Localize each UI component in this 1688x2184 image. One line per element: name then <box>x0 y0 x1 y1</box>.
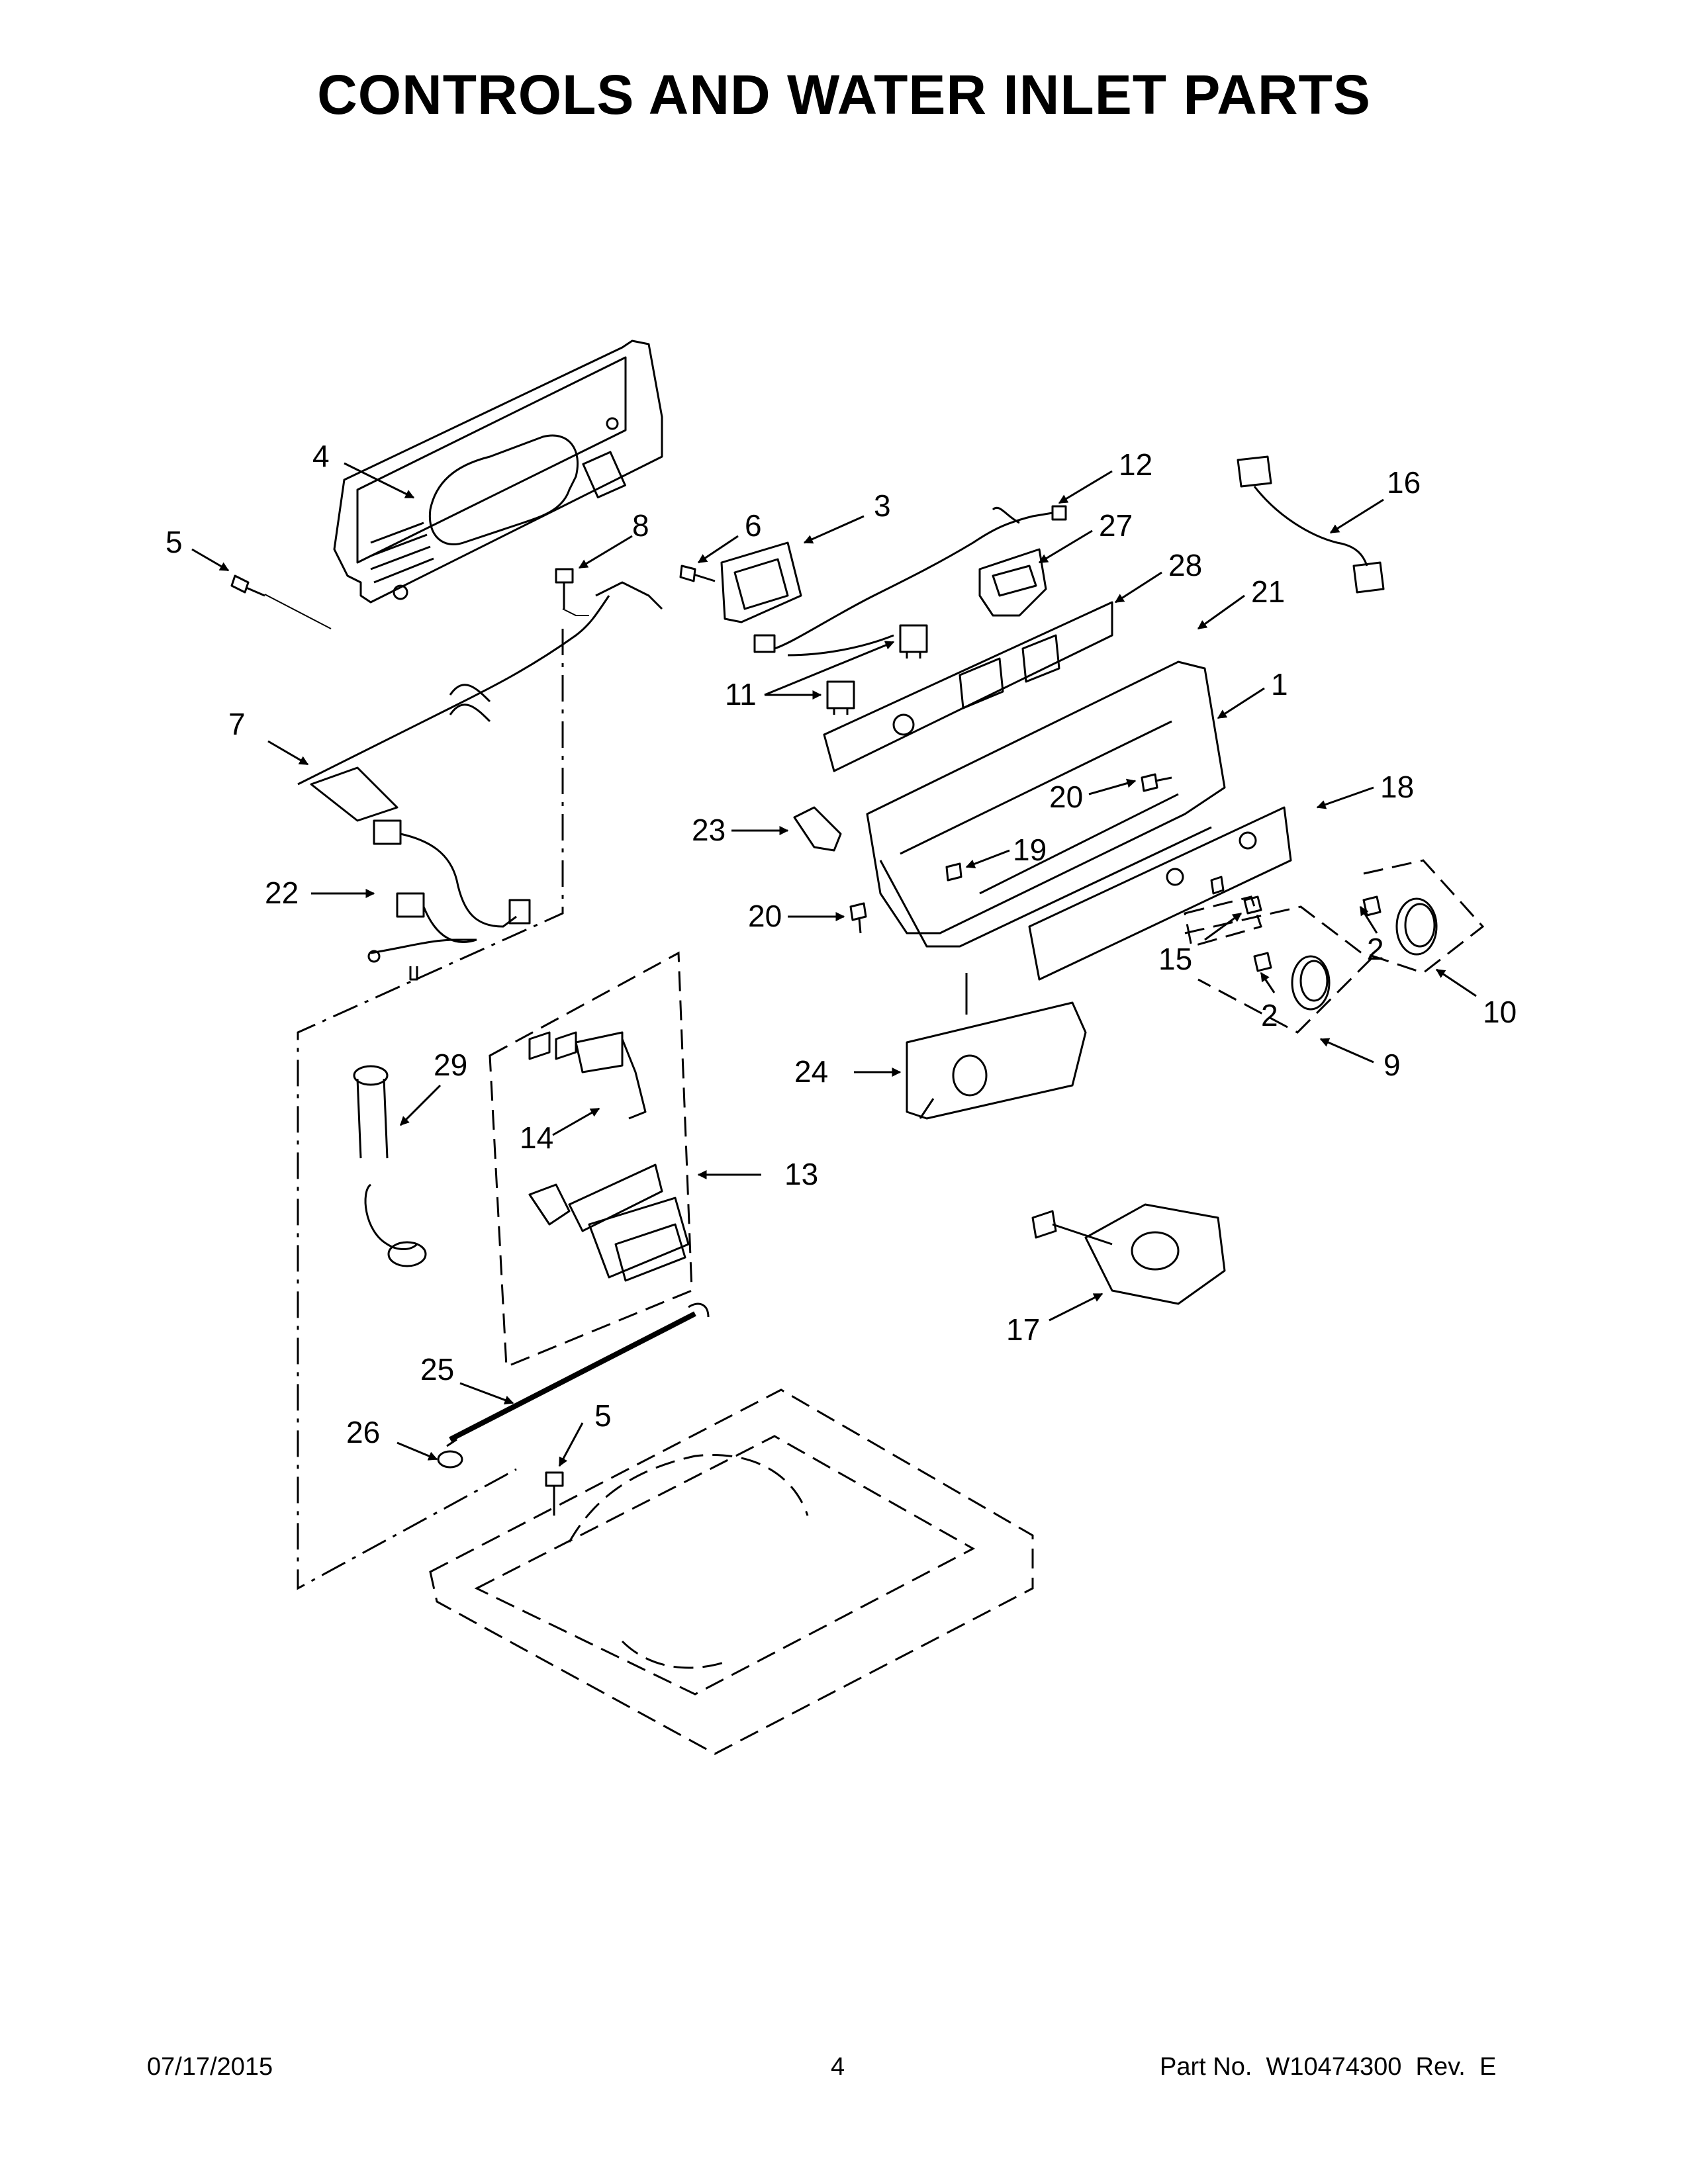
sensor-part <box>1031 1203 1226 1305</box>
rear-panel-part <box>333 340 663 604</box>
tab-part <box>945 862 962 882</box>
callout-label: 10 <box>1483 995 1517 1029</box>
switch-part <box>826 624 928 715</box>
callout-label: 16 <box>1387 465 1421 500</box>
overlay-part <box>1028 806 1292 981</box>
bracket-part <box>978 548 1047 617</box>
console-panel-part <box>823 601 1113 772</box>
clamp-part <box>437 1438 463 1469</box>
callout-label: 12 <box>1119 447 1152 482</box>
screw-part <box>849 773 1172 934</box>
callout-label: 23 <box>692 813 726 847</box>
dashed-group-outlines <box>429 859 1485 1755</box>
callout-label: 24 <box>794 1054 828 1089</box>
callout-label: 4 <box>312 439 330 473</box>
callout-label: 14 <box>520 1120 553 1155</box>
callout-label: 27 <box>1099 508 1133 543</box>
page-title: CONTROLS AND WATER INLET PARTS <box>317 64 1371 126</box>
water-valve-part <box>528 1031 690 1282</box>
callout-label: 20 <box>1049 780 1083 814</box>
callout-label: 5 <box>165 525 183 559</box>
callout-label: 7 <box>228 707 246 741</box>
clip-part <box>793 806 842 852</box>
footer-page-number: 4 <box>831 2053 845 2081</box>
screw-part <box>555 568 589 616</box>
screw-part <box>679 565 716 582</box>
callout-label: 18 <box>1380 770 1414 804</box>
wire-harness-part <box>367 819 531 981</box>
callout-label: 20 <box>748 899 782 933</box>
callout-label: 29 <box>434 1048 467 1082</box>
leader-lines <box>191 462 1477 1467</box>
switch-board-part <box>720 541 802 653</box>
footer-date: 07/17/2015 <box>147 2053 273 2081</box>
callout-label: 2 <box>1367 932 1384 966</box>
hose-part <box>353 1065 427 1267</box>
footer-part-number: Part No. W10474300 Rev. E <box>1160 2053 1496 2081</box>
dash-dot-reference-lines <box>297 629 564 1590</box>
screw-part <box>545 1471 564 1516</box>
footer-part-text: Part No. W10474300 Rev. E <box>1160 2053 1497 2081</box>
control-board-part <box>906 973 1087 1120</box>
callout-label: 13 <box>784 1157 818 1191</box>
callout-label: 9 <box>1383 1048 1401 1082</box>
callout-label: 3 <box>874 488 891 523</box>
callout-label: 28 <box>1168 548 1202 582</box>
knob-part <box>1253 895 1438 1011</box>
callout-label: 2 <box>1261 998 1278 1032</box>
callout-label: 17 <box>1006 1312 1040 1347</box>
console-housing-part <box>866 660 1226 948</box>
tube-part <box>449 1302 710 1442</box>
callout-label: 25 <box>420 1352 454 1387</box>
callout-label: 21 <box>1251 574 1285 609</box>
wire-harness-part <box>774 505 1067 657</box>
callout-label: 11 <box>725 677 757 711</box>
clip-part <box>1210 876 1262 915</box>
callout-labels: 4 5 8 6 3 12 27 16 28 21 11 1 7 20 18 23… <box>165 439 1517 1449</box>
callout-label: 15 <box>1158 942 1192 976</box>
callout-label: 26 <box>346 1415 380 1449</box>
connector-harness-part <box>1237 455 1385 594</box>
callout-label: 6 <box>745 508 762 543</box>
screw-part <box>230 574 332 629</box>
callout-label: 1 <box>1271 667 1288 702</box>
callout-label: 8 <box>632 508 649 543</box>
callout-label: 5 <box>594 1398 612 1433</box>
wire-harness-part <box>297 581 663 822</box>
callout-label: 22 <box>265 876 299 910</box>
callout-label: 19 <box>1013 833 1047 867</box>
